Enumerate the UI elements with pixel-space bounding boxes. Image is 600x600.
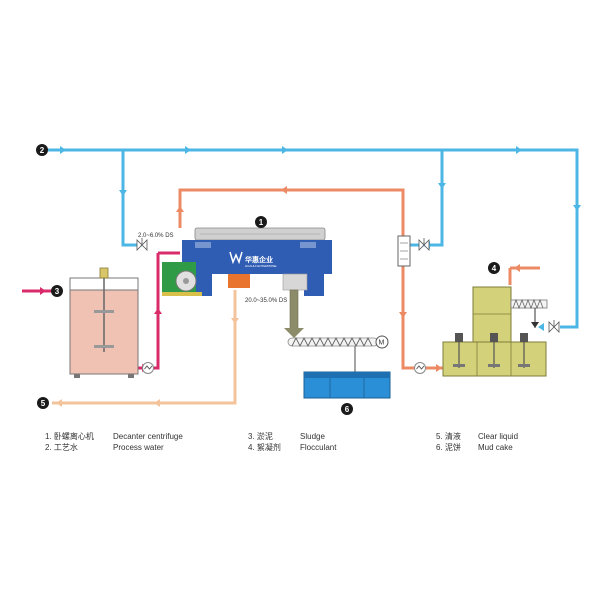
mud-cake-bin — [303, 371, 391, 399]
centrifuge-motor — [162, 262, 202, 296]
sludge-tank — [69, 267, 139, 378]
svg-text:3: 3 — [55, 287, 60, 296]
svg-text:6: 6 — [345, 405, 350, 414]
badge-3: 3 — [51, 285, 63, 297]
cake-chute — [284, 289, 304, 338]
badge-2: 2 — [36, 144, 48, 156]
screw-conveyor — [287, 336, 379, 372]
concentrate-arrows — [56, 318, 239, 407]
svg-text:1: 1 — [259, 218, 264, 227]
brand-subtitle: HUAHUI ENTERPRISE — [245, 264, 277, 268]
svg-text:4: 4 — [492, 264, 497, 273]
badge-5: 5 — [37, 397, 49, 409]
valve-icon-left — [136, 238, 148, 251]
flow-meter-icon — [397, 235, 411, 267]
concentrate-lines — [52, 290, 237, 405]
conveyor-motor: M — [375, 335, 389, 349]
brand-logo: 华惠企业 HUAHUI ENTERPRISE — [229, 251, 277, 268]
cake-ds-label: 20.0~35.0% DS — [245, 298, 287, 304]
motor-label: M — [379, 340, 385, 347]
badge-1: 1 — [255, 216, 267, 228]
svg-text:5: 5 — [41, 399, 46, 408]
valve-icon-right — [418, 238, 430, 251]
badge-6: 6 — [341, 403, 353, 415]
feed-ds-label: 2.0~6.0% DS — [138, 233, 174, 239]
valve-icon-dosing — [548, 320, 560, 333]
flocculant-unit — [442, 286, 548, 377]
svg-text:2: 2 — [40, 146, 45, 155]
badge-4: 4 — [488, 262, 500, 274]
decanter-centrifuge — [182, 227, 332, 296]
flocculant-pump-icon — [414, 362, 426, 374]
brand-name: 华惠企业 — [245, 255, 273, 264]
clear-liquid-arrows — [176, 186, 520, 372]
feed-pump-icon — [142, 362, 154, 374]
